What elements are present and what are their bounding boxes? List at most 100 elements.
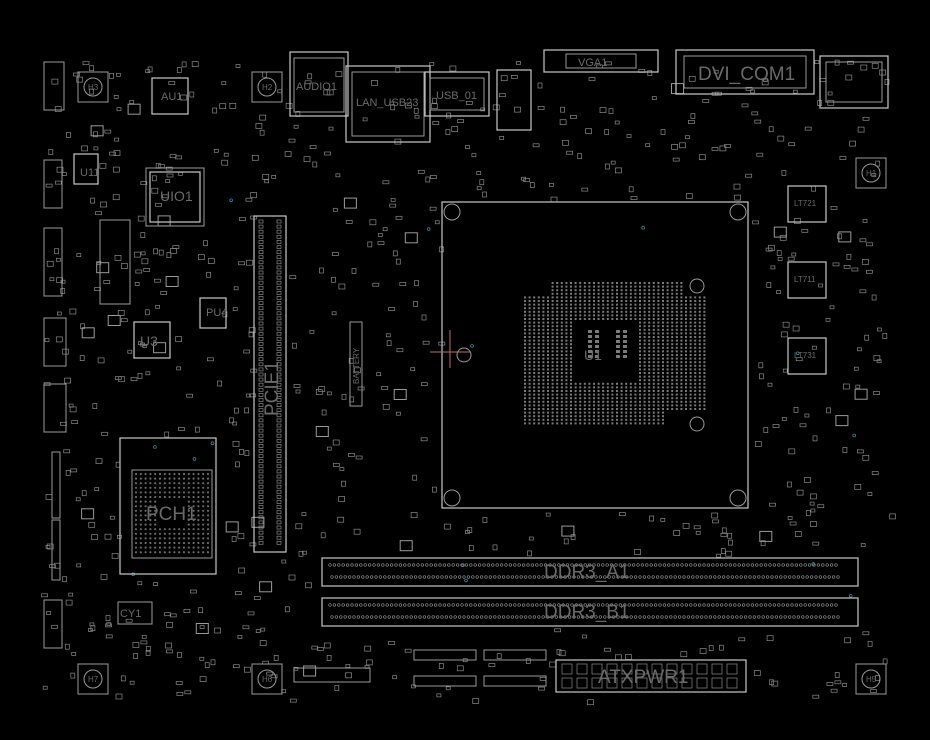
pu4-chip[interactable]: PU4	[199, 297, 227, 329]
passive-component	[92, 403, 98, 409]
passive-component	[165, 642, 172, 649]
mount-hole-h3[interactable]: H3	[77, 71, 109, 103]
cpu-land	[639, 307, 641, 310]
vga-connector[interactable]: VGA1	[543, 49, 659, 73]
pcie-pin	[258, 316, 264, 321]
inductor-lt731[interactable]: LT731	[787, 337, 827, 375]
header-bottom-1[interactable]	[293, 667, 371, 683]
header-left-4[interactable]	[43, 317, 67, 367]
passive-component	[585, 128, 592, 135]
pch-ball	[173, 528, 176, 531]
cpu-land	[528, 321, 531, 324]
mount-hole-h5[interactable]: H5	[855, 663, 887, 695]
mount-hole-h7[interactable]: H7	[77, 663, 109, 695]
header-left-7[interactable]	[51, 519, 61, 581]
pch-ball	[144, 509, 147, 512]
pch-ball	[154, 495, 157, 499]
cpu-land	[547, 339, 549, 342]
crystal-cy1[interactable]: CY1	[117, 601, 153, 625]
cpu-land	[583, 285, 586, 288]
passive-component	[48, 149, 54, 155]
pch-ball	[139, 495, 142, 499]
cpu-land	[574, 314, 577, 317]
header-left-5[interactable]	[43, 383, 67, 433]
dvi-connector[interactable]: DVI_COM1	[675, 49, 815, 95]
ddr-slot-a[interactable]: DDR3_A1	[321, 557, 859, 587]
passive-component	[842, 447, 848, 453]
cpu-land	[634, 307, 637, 310]
cpu-land	[657, 289, 660, 292]
passive-component	[145, 645, 151, 652]
header-bottom-4[interactable]	[413, 675, 477, 687]
cpu-land	[639, 282, 641, 284]
passive-component	[137, 215, 145, 222]
ddr-pin	[570, 603, 574, 607]
pch-ball	[182, 482, 186, 485]
passive-component	[348, 453, 355, 457]
pcie-pin	[258, 530, 264, 535]
passive-component	[244, 666, 251, 673]
inductor-lt711[interactable]: LT711	[787, 261, 827, 299]
header-left-6[interactable]	[51, 451, 61, 519]
u11-chip[interactable]: U11	[73, 153, 99, 185]
header-bottom-3[interactable]	[483, 649, 547, 661]
cpu-land	[694, 325, 697, 328]
cpu-land	[643, 282, 646, 284]
ddr-pin	[381, 603, 385, 607]
cpu-land	[551, 300, 554, 302]
cpu-land	[579, 415, 582, 418]
inductor-lt721[interactable]: LT721	[787, 185, 827, 223]
audio-connector[interactable]: AUDIO1	[289, 51, 349, 117]
bios-socket[interactable]	[99, 219, 131, 305]
usb-connector[interactable]: USB_01	[424, 71, 490, 117]
pcie-slot[interactable]: PCIE1	[253, 215, 287, 553]
passive-component	[796, 489, 804, 496]
ddr-pin	[363, 603, 367, 607]
cpu-land	[560, 300, 563, 302]
usb-header-block[interactable]	[496, 69, 532, 131]
ddr-pin	[779, 615, 783, 619]
mount-hole-h1[interactable]: H1	[855, 157, 887, 189]
cpu-land	[694, 332, 697, 335]
header-left-2[interactable]	[43, 159, 63, 209]
battery-holder[interactable]: BATTERY	[349, 321, 363, 407]
cpu-land	[671, 307, 674, 310]
u3-chip[interactable]: U3	[133, 321, 171, 359]
lan-usb-connector[interactable]: LAN_USB23	[345, 65, 431, 143]
header-left-8[interactable]	[43, 599, 63, 649]
ddr-slot-b[interactable]: DDR3_B1	[321, 597, 859, 627]
cpu-land	[694, 364, 697, 367]
uio1-chip[interactable]: UIO1	[145, 167, 205, 227]
header-left-1[interactable]	[43, 61, 65, 111]
atx-power-connector[interactable]: ATXPWR1	[555, 659, 747, 693]
ddr-pin	[405, 575, 409, 579]
cpu-socket[interactable]: U1	[441, 201, 749, 509]
header-left-3[interactable]	[43, 227, 63, 297]
cpu-land	[652, 332, 655, 335]
passive-component	[117, 310, 125, 316]
cpu-land	[551, 325, 554, 328]
pch-chip[interactable]: PCH1	[119, 437, 217, 575]
au1-chip[interactable]: AU1	[151, 77, 189, 115]
cpu-land	[570, 285, 572, 288]
header-bottom-5[interactable]	[483, 675, 547, 687]
passive-component	[388, 641, 395, 645]
cpu-land	[629, 397, 632, 400]
cpu-land	[606, 296, 609, 299]
ddr-pin	[818, 615, 823, 619]
cpu-land	[680, 328, 683, 331]
ddr-pin	[469, 603, 473, 607]
cpu-land	[675, 390, 678, 392]
mount-hole-h2[interactable]: H2	[251, 71, 283, 103]
cpu-land	[537, 321, 540, 324]
corner-connector-top-right[interactable]	[819, 55, 889, 109]
cpu-land	[689, 390, 692, 392]
ddr-pin	[328, 603, 332, 607]
cpu-land	[685, 339, 687, 342]
mount-hole-h6[interactable]: H6	[251, 663, 283, 695]
cpu-land	[565, 364, 568, 367]
header-bottom-2[interactable]	[413, 649, 477, 661]
cpu-land	[625, 310, 628, 313]
cpu-land	[634, 404, 637, 407]
